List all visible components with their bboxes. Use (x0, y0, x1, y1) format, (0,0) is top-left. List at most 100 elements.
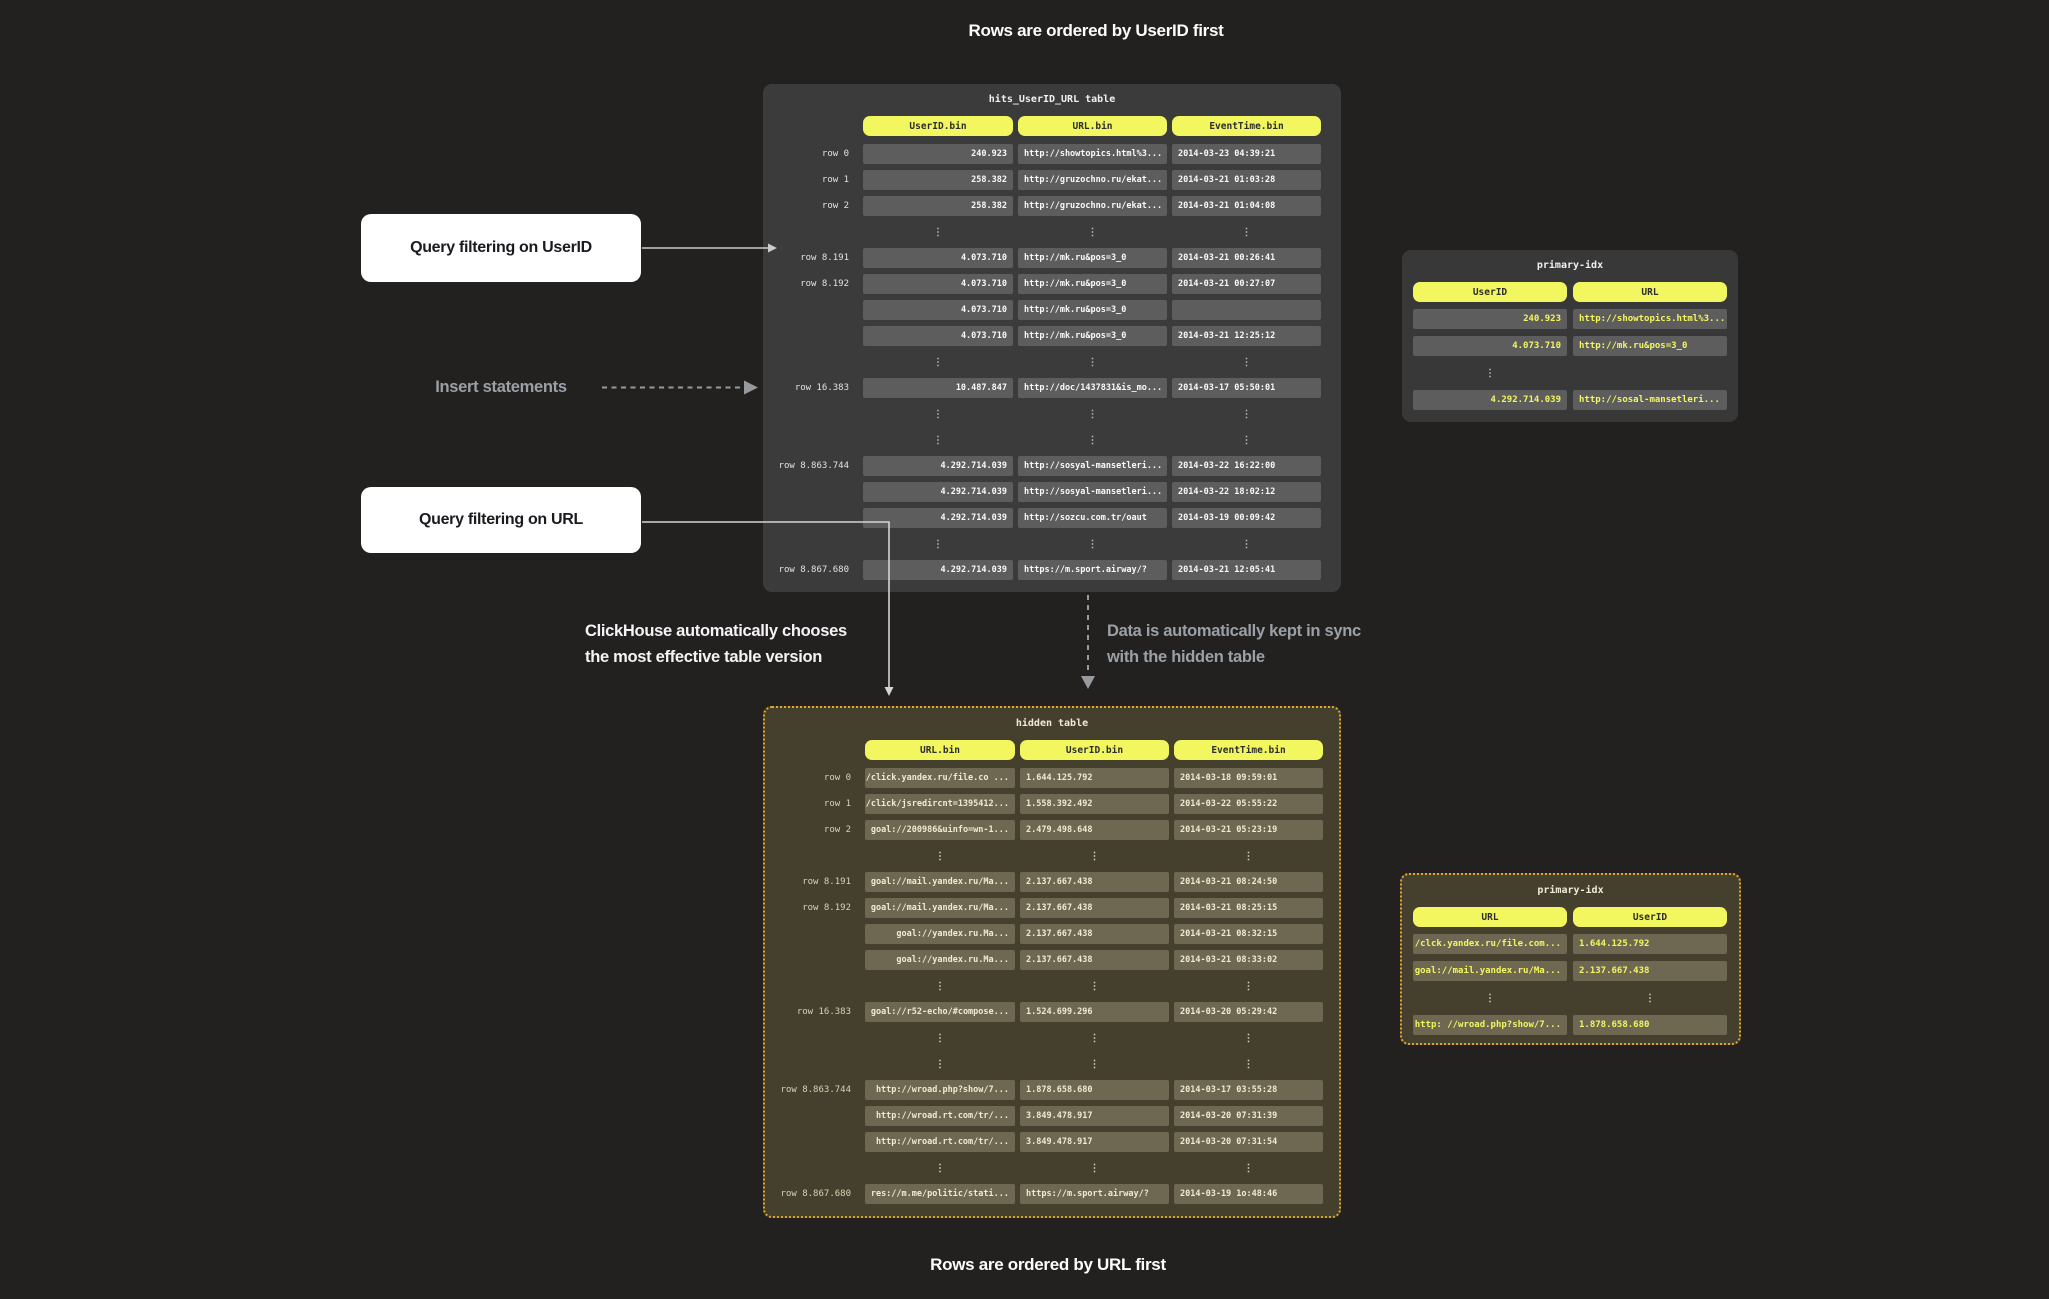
vertical-ellipsis-icon: ⋮ (933, 434, 943, 446)
table-cell: 4.073.710 (1413, 336, 1567, 356)
table-cell: 2014-03-21 00:26:41 (1172, 248, 1321, 268)
vertical-ellipsis-icon: ⋮ (1089, 980, 1100, 992)
row-label: row 8.191 (800, 253, 849, 263)
primary-idx-bottom-title: primary-idx (1537, 885, 1604, 896)
table-row: ⋮⋮⋮ (763, 404, 1341, 424)
vertical-ellipsis-icon: ⋮ (935, 980, 945, 992)
arrow-insert-statements (602, 380, 758, 395)
row-label: row 1 (821, 175, 849, 185)
table-cell: 2014-03-19 00:09:42 (1172, 508, 1321, 528)
row-label: row 8.863.744 (780, 1085, 851, 1095)
query-filtering-userid-box: Query filtering on UserID (361, 214, 641, 282)
table-cell: goal://yandex.ru.Ma... (865, 924, 1015, 944)
table-cell: goal://mail.yandex.ru/Ma... (865, 872, 1015, 892)
vertical-ellipsis-icon: ⋮ (1089, 1162, 1100, 1174)
vertical-ellipsis-icon: ⋮ (1089, 1032, 1100, 1044)
vertical-ellipsis-icon: ⋮ (1089, 850, 1100, 862)
table-cell: http://gruzochno.ru/ekat... (1018, 170, 1167, 190)
table-cell: 4.292.714.039 (863, 560, 1013, 580)
table-cell: http://showtopics.html%3... (1018, 144, 1167, 164)
hidden-table-title: hidden table (1015, 718, 1089, 729)
table-cell: 2014-03-17 05:50:01 (1172, 378, 1321, 398)
column-header: EventTime.bin (1174, 740, 1323, 760)
vertical-ellipsis-icon: ⋮ (1243, 1162, 1254, 1174)
table-cell: 2.137.667.438 (1020, 924, 1169, 944)
primary-idx-top-title: primary-idx (1536, 260, 1604, 271)
table-cell: 1.558.392.492 (1020, 794, 1169, 814)
vertical-ellipsis-icon: ⋮ (1645, 992, 1655, 1004)
row-label: row 8.191 (802, 877, 851, 887)
table-cell: 3.849.478.917 (1020, 1132, 1169, 1152)
table-cell: 2014-03-18 09:59:01 (1174, 768, 1323, 788)
table-cell: https://m.sport.airway/? (1020, 1184, 1169, 1204)
column-header: URL.bin (865, 740, 1015, 760)
table-cell: 4.292.714.039 (1413, 390, 1567, 410)
row-label-spacer (768, 116, 858, 136)
vertical-ellipsis-icon: ⋮ (1485, 367, 1495, 379)
row-label (768, 222, 858, 242)
row-label (768, 534, 858, 554)
table-cell: 4.073.710 (863, 300, 1013, 320)
table-cell: goal://mail.yandex.ru/Ma... (865, 898, 1015, 918)
column-header: EventTime.bin (1172, 116, 1321, 136)
table-cell: /click/jsredircnt=1395412... (865, 794, 1015, 814)
arrow-data-sync (1081, 595, 1095, 689)
vertical-ellipsis-icon: ⋮ (1243, 850, 1254, 862)
row-label-spacer (770, 740, 860, 760)
query-filtering-url-box: Query filtering on URL (361, 487, 641, 553)
bottom-title: Rows are ordered by URL first (930, 1255, 1166, 1274)
table-cell: http://mk.ru&pos=3_0 (1018, 326, 1167, 346)
table-cell: 2.137.667.438 (1020, 898, 1169, 918)
table-row: http: //wroad.php?show/7...1.878.658.680 (1402, 1015, 1739, 1035)
vertical-ellipsis-icon: ⋮ (1241, 408, 1252, 420)
table-cell: 2014-03-20 07:31:39 (1174, 1106, 1323, 1126)
table-row: ⋮ (1402, 363, 1738, 383)
top-title: Rows are ordered by UserID first (968, 21, 1224, 40)
vertical-ellipsis-icon: ⋮ (1087, 356, 1098, 368)
table-cell: 258.382 (863, 170, 1013, 190)
vertical-ellipsis-icon: ⋮ (1241, 226, 1252, 238)
table-cell: http://sozcu.com.tr/oaut (1018, 508, 1167, 528)
table-row: ⋮⋮⋮ (763, 222, 1341, 242)
row-label (768, 482, 858, 502)
table-cell: 240.923 (863, 144, 1013, 164)
vertical-ellipsis-icon: ⋮ (935, 1058, 945, 1070)
row-label (770, 1106, 860, 1126)
row-label (770, 1132, 860, 1152)
row-label (768, 352, 858, 372)
arrow-query-userid (642, 243, 777, 253)
table-cell: 2014-03-21 01:04:08 (1172, 196, 1321, 216)
table-cell: http://wroad.php?show/7... (865, 1080, 1015, 1100)
table-row: ⋮⋮⋮ (763, 430, 1341, 450)
vertical-ellipsis-icon: ⋮ (1243, 980, 1254, 992)
vertical-ellipsis-icon: ⋮ (933, 356, 943, 368)
row-label: row 8.192 (800, 279, 849, 289)
row-label: row 1 (823, 799, 851, 809)
table-cell: 3.849.478.917 (1020, 1106, 1169, 1126)
table-cell: 2.137.667.438 (1573, 961, 1727, 981)
row-label (770, 950, 860, 970)
table-cell: goal://yandex.ru.Ma... (865, 950, 1015, 970)
vertical-ellipsis-icon: ⋮ (1087, 226, 1098, 238)
row-label (768, 300, 858, 320)
table-cell: http://mk.ru&pos=3_0 (1018, 300, 1167, 320)
table-cell: 2014-03-21 08:32:15 (1174, 924, 1323, 944)
table-cell: http://showtopics.html%3... (1573, 309, 1727, 329)
vertical-ellipsis-icon: ⋮ (1243, 1032, 1254, 1044)
vertical-ellipsis-icon: ⋮ (935, 1032, 945, 1044)
